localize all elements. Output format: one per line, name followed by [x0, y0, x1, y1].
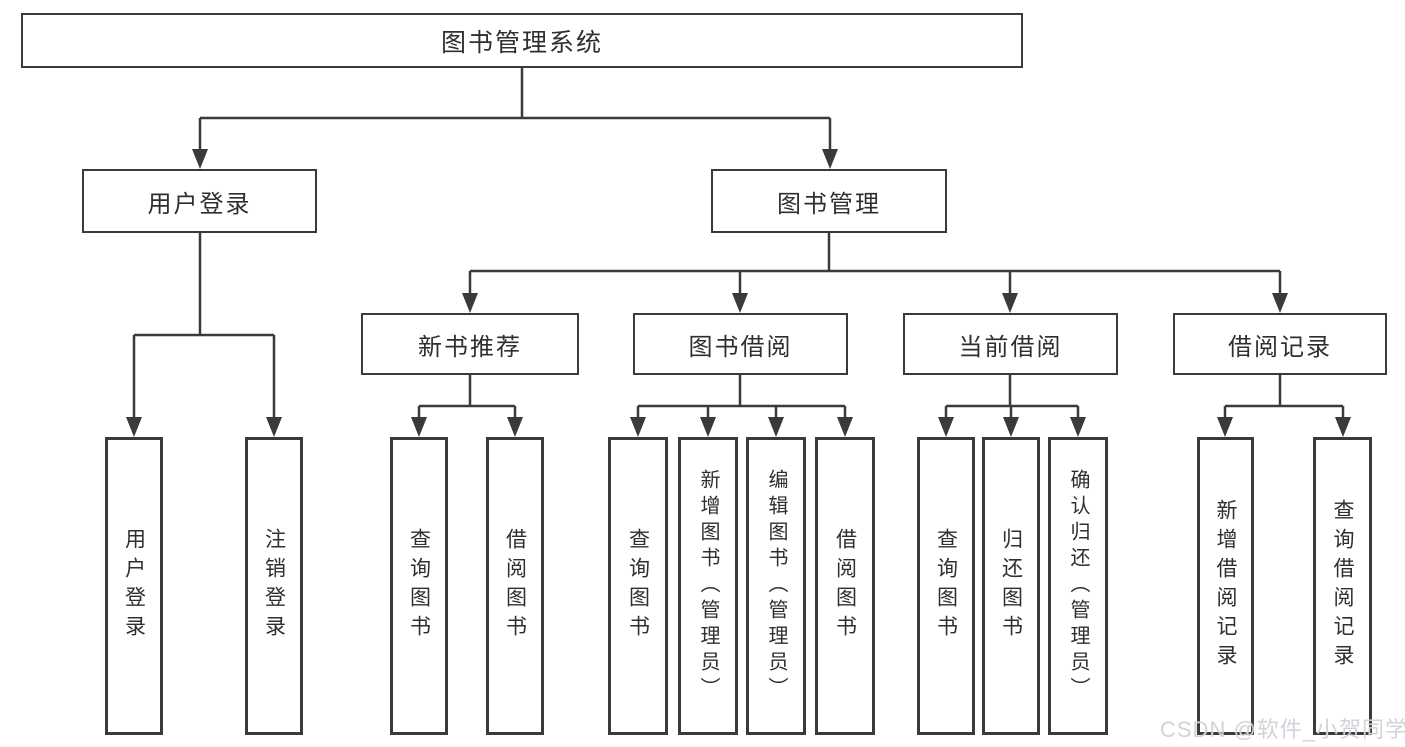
leaf-edit-books-admin: 编辑图书（管理员）	[746, 437, 806, 735]
leaf-add-books-admin: 新增图书（管理员）	[678, 437, 738, 735]
node-current-borrow: 当前借阅	[903, 313, 1118, 375]
leaf-add-borrow-record: 新增借阅记录	[1197, 437, 1254, 735]
leaf-return-books: 归还图书	[982, 437, 1040, 735]
node-book-management: 图书管理	[711, 169, 947, 233]
csdn-watermark: CSDN @软件_小贺同学	[1160, 717, 1405, 742]
node-root: 图书管理系统	[21, 13, 1023, 68]
leaf-query-books-recommend: 查询图书	[390, 437, 448, 735]
leaf-query-borrow-record: 查询借阅记录	[1313, 437, 1372, 735]
node-borrow-records: 借阅记录	[1173, 313, 1387, 375]
node-book-borrow: 图书借阅	[633, 313, 848, 375]
node-user-login: 用户登录	[82, 169, 317, 233]
node-new-book-recommend: 新书推荐	[361, 313, 579, 375]
leaf-borrow-books: 借阅图书	[815, 437, 875, 735]
leaf-user-login: 用户登录	[105, 437, 163, 735]
leaf-query-books-current: 查询图书	[917, 437, 975, 735]
leaf-borrow-books-recommend: 借阅图书	[486, 437, 544, 735]
leaf-confirm-return-admin: 确认归还（管理员）	[1048, 437, 1108, 735]
leaf-query-books-borrow: 查询图书	[608, 437, 668, 735]
leaf-logout: 注销登录	[245, 437, 303, 735]
